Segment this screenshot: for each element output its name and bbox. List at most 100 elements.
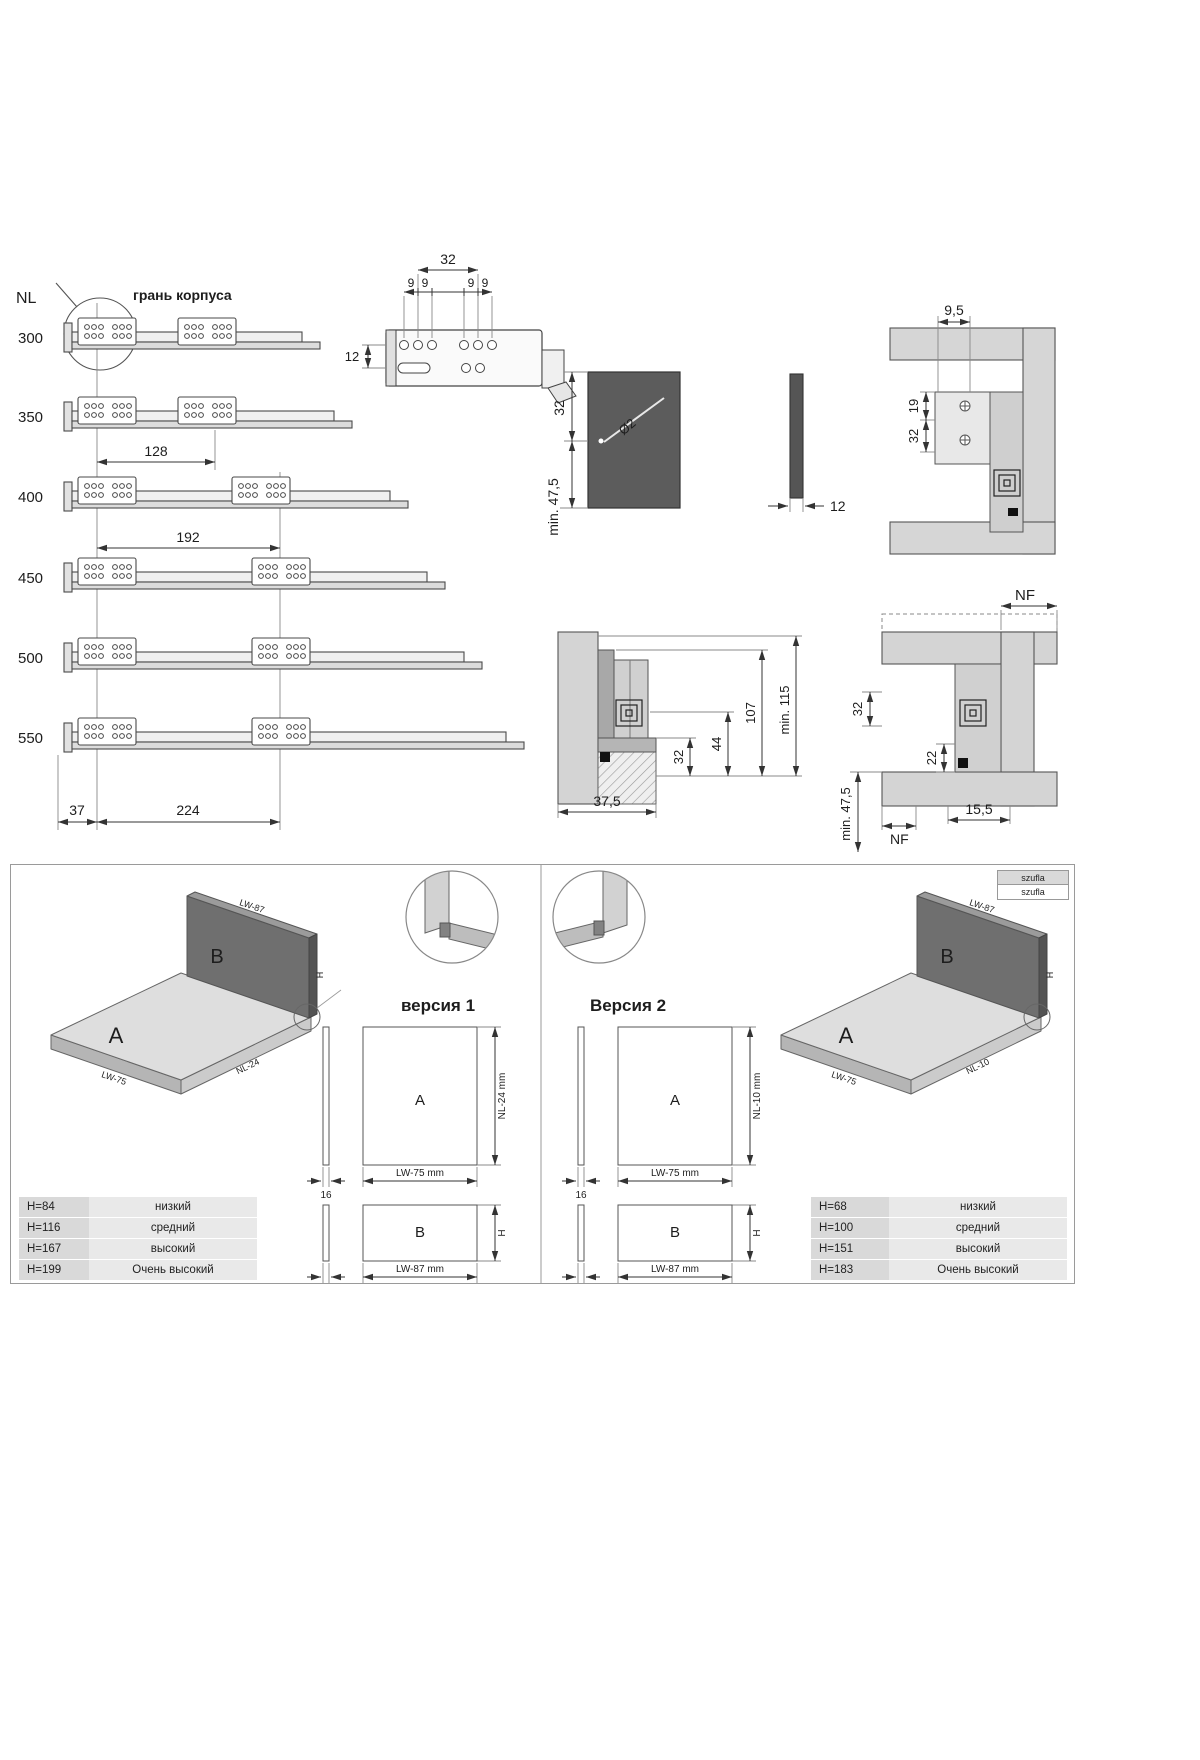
slide-row-450 <box>63 557 446 593</box>
nl-value: 350 <box>18 409 43 426</box>
height-table-v1: H=84 низкий H=116 средний H=167 высокий … <box>19 1197 257 1281</box>
dim-192: 192 <box>176 529 200 545</box>
height-name: средний <box>889 1218 1067 1238</box>
bottom-mount-section-diagram: 37,5 32 44 107 min. 115 <box>557 631 802 818</box>
slide-row-500 <box>63 637 483 673</box>
dim-9: 9 <box>408 276 415 290</box>
version1-title: версия 1 <box>401 996 475 1015</box>
corner-detail-v2 <box>552 870 646 964</box>
height-name: Очень высокий <box>889 1260 1067 1280</box>
screw-marks <box>959 400 971 446</box>
version2-title: Версия 2 <box>590 996 666 1015</box>
dim-min-47-5-side: min. 47,5 <box>838 787 853 840</box>
panel-b-height: H <box>752 1229 763 1236</box>
nl-value: 400 <box>18 489 43 506</box>
szufla-legend: szufla szufla <box>997 870 1069 900</box>
meander-profile <box>993 469 1021 497</box>
dim-224: 224 <box>176 802 200 818</box>
panel-a-thickness: 16 <box>575 1190 587 1201</box>
dim-22: 22 <box>924 751 939 765</box>
dim-12-thickness: 12 <box>830 498 846 514</box>
iso-panel-b-label: B <box>210 946 223 968</box>
dim-9: 9 <box>482 276 489 290</box>
panel-a-width: LW-75 mm <box>396 1168 444 1179</box>
drilling-pattern-diagram: 32 9 9 9 9 12 <box>345 251 577 404</box>
dim-37-5: 37,5 <box>593 793 620 809</box>
panel-b-width: LW-87 mm <box>651 1264 699 1275</box>
dim-44: 44 <box>709 737 724 751</box>
height-name: Очень высокий <box>89 1260 257 1280</box>
cabinet-face-label: грань корпуса <box>133 287 232 303</box>
back-bracket-section-diagram: 9,5 19 32 <box>889 302 1056 555</box>
nl-value: 300 <box>18 330 43 347</box>
table-row: H=68 низкий <box>811 1197 1067 1217</box>
panel-versions-drawing: A B LW-87 H LW-75 NL-24 версия 1 A <box>50 865 1055 1283</box>
iso-h-label: H <box>1045 972 1055 979</box>
side-panel-drilling-diagram: Ø2 32 min. 47,5 <box>545 371 681 536</box>
panel-a-label: A <box>670 1092 680 1109</box>
height-code: H=116 <box>19 1218 89 1238</box>
szufla-row: szufla <box>998 885 1068 899</box>
szufla-row: szufla <box>998 871 1068 885</box>
slide-row-550 <box>63 717 525 753</box>
height-code: H=68 <box>811 1197 889 1217</box>
dim-32-back: 32 <box>906 429 921 443</box>
table-row: H=84 низкий <box>19 1197 257 1217</box>
table-row: H=100 средний <box>811 1218 1067 1238</box>
height-name: высокий <box>89 1239 257 1259</box>
table-row: H=151 высокий <box>811 1239 1067 1259</box>
height-code: H=100 <box>811 1218 889 1238</box>
dim-9: 9 <box>422 276 429 290</box>
height-name: низкий <box>89 1197 257 1217</box>
dim-12-rows: 12 <box>345 349 359 364</box>
nl-value: 500 <box>18 650 43 667</box>
dim-32-side: 32 <box>850 702 865 716</box>
iso-view-v1: A B LW-87 H LW-75 NL-24 <box>50 891 342 1095</box>
panel-a-label: A <box>415 1092 425 1109</box>
height-name: высокий <box>889 1239 1067 1259</box>
dim-19: 19 <box>906 399 921 413</box>
side-mount-section-diagram: NF 32 22 15,5 min. 47,5 NF <box>838 587 1058 852</box>
nl-value: 550 <box>18 730 43 747</box>
table-row: H=116 средний <box>19 1218 257 1238</box>
length-variants-diagram: NL грань корпуса 300 350 400 450 500 550 <box>16 282 525 830</box>
meander-profile <box>615 699 643 727</box>
dim-min-47-5: min. 47,5 <box>545 478 561 536</box>
dim-32-top: 32 <box>551 400 567 416</box>
panel-thickness-diagram: 12 <box>768 373 846 514</box>
height-code: H=167 <box>19 1239 89 1259</box>
dim-9-5: 9,5 <box>944 302 964 318</box>
panel-b-height: H <box>497 1229 508 1236</box>
flat-panels-v2: A LW-75 mm NL-10 mm 16 <box>562 1026 763 1283</box>
panel-a-width: LW-75 mm <box>651 1168 699 1179</box>
flat-panels-v1: A LW-75 mm NL-24 mm 16 <box>307 1026 508 1283</box>
table-row: H=167 высокий <box>19 1239 257 1259</box>
table-row: H=183 Очень высокий <box>811 1260 1067 1280</box>
panel-versions-box: A B LW-87 H LW-75 NL-24 версия 1 A <box>10 864 1075 1284</box>
height-code: H=183 <box>811 1260 889 1280</box>
corner-detail-ring <box>293 1003 321 1031</box>
slide-row-300 <box>63 317 321 353</box>
nl-axis-label: NL <box>16 290 37 307</box>
iso-panel-b-label: B <box>940 946 953 968</box>
iso-panel-a-label: A <box>109 1023 124 1048</box>
dim-15-5: 15,5 <box>965 801 992 817</box>
technical-drawing-top: NL грань корпуса 300 350 400 450 500 550 <box>16 251 1058 852</box>
dim-37: 37 <box>69 802 85 818</box>
panel-a-height: NL-10 mm <box>752 1073 763 1120</box>
height-name: низкий <box>889 1197 1067 1217</box>
slide-row-400 <box>63 476 409 512</box>
height-code: H=151 <box>811 1239 889 1259</box>
iso-panel-a-label: A <box>839 1023 854 1048</box>
height-code: H=84 <box>19 1197 89 1217</box>
dim-nf-top: NF <box>1015 587 1035 604</box>
dim-32-mount: 32 <box>671 750 686 764</box>
dim-128: 128 <box>144 443 168 459</box>
slide-row-350 <box>63 396 353 432</box>
dim-9: 9 <box>468 276 475 290</box>
panel-b-width: LW-87 mm <box>396 1264 444 1275</box>
panel-b-label: B <box>670 1224 680 1241</box>
corner-detail-v1 <box>405 870 499 964</box>
table-row: H=199 Очень высокий <box>19 1260 257 1280</box>
